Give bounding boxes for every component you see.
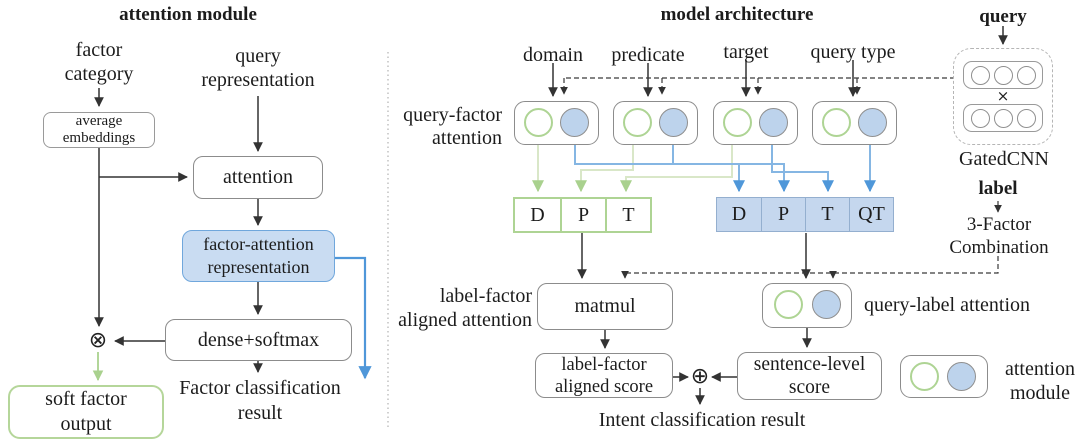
gated-cnn-icon: × (953, 48, 1053, 145)
green-circle-icon (623, 108, 652, 137)
attention-box: attention (193, 156, 323, 199)
three-factor-combination-label: 3-Factor Combination (949, 214, 1049, 258)
blue-circle-icon (812, 290, 841, 319)
sentence-level-score-box: sentence-level score (737, 352, 882, 400)
matmul-box: matmul (537, 283, 673, 330)
blue-cell-t: T (805, 198, 849, 231)
green-circle-icon (774, 290, 803, 319)
green-circle-icon (822, 108, 851, 137)
left-panel-title: attention module (119, 4, 257, 25)
factor-input-target-label: target (723, 41, 769, 63)
label-factor-aligned-score-box: label-factor aligned score (535, 353, 673, 398)
query-representation-label: query representation (201, 45, 315, 91)
query-input-label: query (979, 6, 1027, 27)
factor-attention-feedback-arrow (335, 256, 372, 380)
embedding-row-icon (963, 104, 1043, 132)
query-label-attention-icon (762, 283, 852, 328)
blue-circle-icon (759, 108, 788, 137)
green-cell-p: P (560, 199, 605, 231)
label-factor-aligned-attention-label: label-factor aligned attention (398, 285, 532, 331)
blue-circle-icon (947, 362, 976, 391)
factor-category-label: factor category (64, 39, 134, 85)
green-circle-icon (723, 108, 752, 137)
blue-cell-p: P (761, 198, 805, 231)
attention-module-icon-query-type (812, 101, 897, 145)
factor-classification-result-label: Factor classification result (179, 377, 341, 424)
label-input-label: label (978, 178, 1018, 199)
blue-circle-icon (659, 108, 688, 137)
intent-classification-result-label: Intent classification result (598, 409, 806, 431)
blue-circle-icon (560, 108, 589, 137)
blue-factor-strip: D P T QT (716, 197, 894, 232)
multiply-operator: ⊗ (88, 328, 108, 353)
blue-connectors (574, 145, 876, 193)
factor-input-predicate-label: predicate (611, 44, 685, 66)
elementwise-times-icon: × (996, 87, 1010, 105)
dashed-routes (560, 77, 1002, 279)
green-circle-icon (910, 362, 939, 391)
query-factor-attention-label: query-factor attention (403, 104, 502, 149)
attention-module-legend-icon (900, 355, 988, 398)
blue-circle-icon (858, 108, 887, 137)
attention-module-legend-label: attention module (1005, 358, 1075, 404)
right-panel-title: model architecture (660, 4, 814, 25)
factor-input-domain-label: domain (523, 44, 583, 66)
plus-operator: ⊕ (690, 364, 710, 389)
query-label-attention-label: query-label attention (864, 294, 1031, 316)
gated-cnn-label: GatedCNN (959, 148, 1049, 170)
factor-attention-representation-box: factor-attention representation (182, 230, 335, 282)
attention-module-icon-target (713, 101, 798, 145)
green-cell-d: D (530, 203, 545, 226)
soft-factor-output-box: soft factor output (8, 385, 164, 439)
blue-cell-d: D (731, 203, 747, 225)
embedding-row-icon (963, 61, 1043, 89)
blue-cell-qt: QT (849, 198, 893, 231)
green-connectors (532, 145, 733, 193)
green-factor-strip: D P T (513, 197, 652, 233)
attention-module-icon-predicate (613, 101, 698, 145)
average-embeddings-box: average embeddings (43, 112, 155, 148)
green-circle-icon (524, 108, 553, 137)
green-cell-t: T (605, 199, 650, 231)
factor-input-query-type-label: query type (810, 41, 896, 63)
left-panel-arrows (94, 88, 263, 373)
dense-softmax-box: dense+softmax (165, 319, 352, 361)
attention-module-icon-domain (514, 101, 599, 145)
